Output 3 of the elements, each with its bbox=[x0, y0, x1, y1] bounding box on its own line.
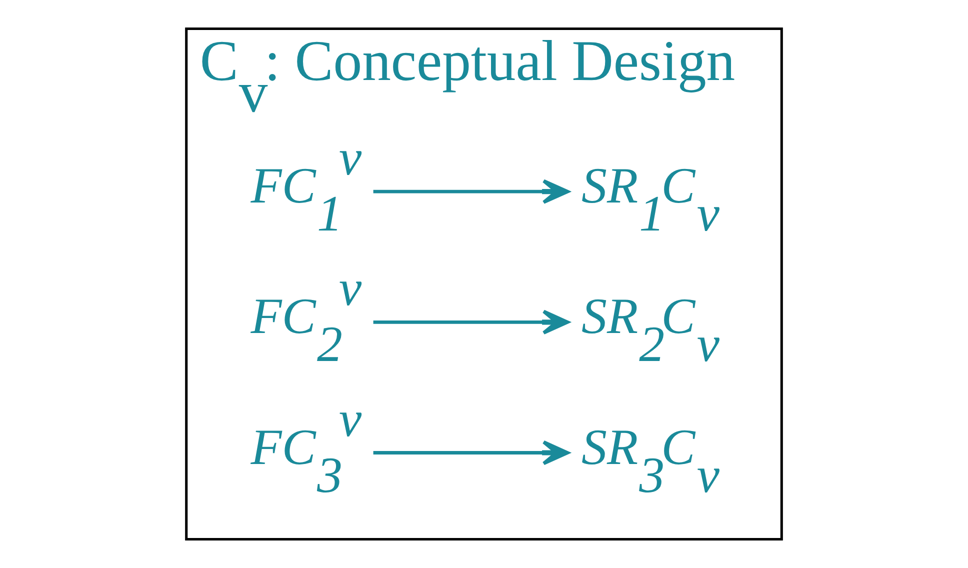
arrow bbox=[373, 310, 570, 335]
arrow bbox=[373, 440, 570, 466]
arrow bbox=[373, 179, 570, 204]
